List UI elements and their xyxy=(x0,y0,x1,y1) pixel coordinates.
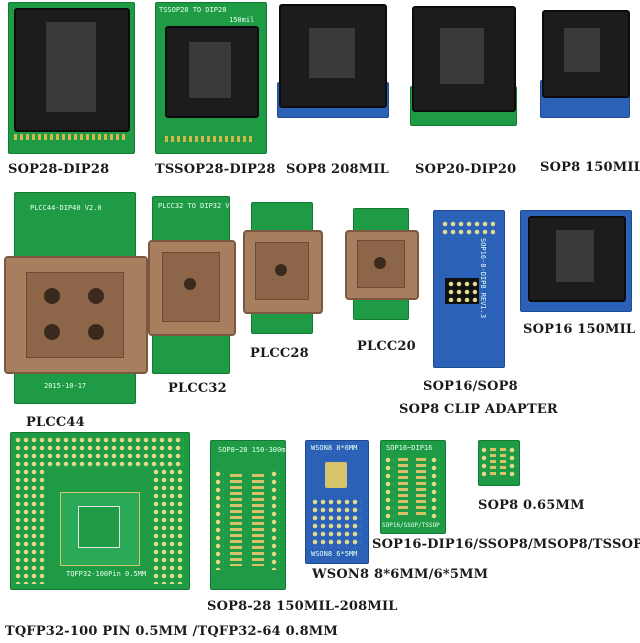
edge-holes-left xyxy=(14,468,46,584)
sop8-28-adapter: SOP8~28 150-300mil xyxy=(210,440,294,590)
label-plcc32: PLCC32 xyxy=(168,381,227,396)
label-tssop28-dip28: TSSOP28-DIP28 xyxy=(155,162,276,177)
sop20-dip20-adapter xyxy=(410,6,517,126)
label-sop20-dip20: SOP20-DIP20 xyxy=(415,162,517,177)
dip-holes xyxy=(480,446,488,478)
silkscreen-text: SOP16-8-DIP8 REV1.3 xyxy=(479,238,487,319)
plcc-cavity xyxy=(162,252,220,322)
smd-pads-right xyxy=(252,474,264,566)
label-plcc44: PLCC44 xyxy=(26,415,85,430)
dip-holes xyxy=(508,446,516,478)
pin-row xyxy=(165,136,255,142)
tqfp-adapter: TQFP32-100Pin 0.5MM xyxy=(10,432,190,590)
socket-slot xyxy=(564,28,600,72)
plcc20-adapter xyxy=(345,208,419,320)
sop16-sop8-clip-adapter: SOP16-8-DIP8 REV1.3 xyxy=(433,210,505,368)
silkscreen-text: PLCC44-DIP40 V2.0 xyxy=(30,204,102,212)
silkscreen-text-bottom: SOP16/SSOP/TSSOP xyxy=(382,522,440,529)
smd-pads-left xyxy=(490,448,496,476)
dip-holes-left xyxy=(214,470,224,570)
dip-holes-right xyxy=(430,456,440,522)
header-pins xyxy=(447,280,477,302)
socket-slot xyxy=(46,22,96,112)
wson8-adapter: WSON8 8*6MM WSON8 6*5MM xyxy=(305,440,369,564)
label-wson8: WSON8 8*6MM/6*5MM xyxy=(312,567,489,582)
wson-pad xyxy=(325,462,347,488)
dip-holes-left xyxy=(384,456,394,522)
label-sop8-065mm: SOP8 0.65MM xyxy=(478,498,585,513)
silkscreen-text: SOP16~DIP16 xyxy=(386,444,433,452)
smd-pads-right xyxy=(416,458,426,518)
socket-hole xyxy=(88,324,104,340)
silkscreen-mil: 150mil xyxy=(229,16,255,24)
label-sop8-208mil: SOP8 208MIL xyxy=(286,162,390,177)
edge-holes-top xyxy=(14,436,184,468)
silkscreen-text-bottom: WSON8 6*5MM xyxy=(311,550,358,558)
socket-slot xyxy=(309,28,355,78)
zif-socket xyxy=(412,6,516,112)
smd-pads-right xyxy=(500,448,506,476)
plcc-cavity xyxy=(26,272,124,358)
silkscreen-text: SOP8~28 150-300mil xyxy=(218,446,294,454)
pin-holes xyxy=(311,498,361,548)
socket-hole xyxy=(88,288,104,304)
label-sop8-150mil: SOP8 150MIL xyxy=(540,160,640,175)
sop16-dip16-adapter: SOP16~DIP16 SOP16/SSOP/TSSOP xyxy=(380,440,446,534)
socket-slot xyxy=(189,42,231,98)
pin-row xyxy=(14,134,126,140)
label-sop8-clip-adapter: SOP8 CLIP ADAPTER xyxy=(399,402,558,417)
edge-holes-right xyxy=(152,468,184,584)
smd-pads-left xyxy=(398,458,408,518)
plcc32-adapter: PLCC32 TO DIP32 V1.0 xyxy=(148,196,242,374)
dip-holes-right xyxy=(270,470,280,570)
silkscreen-text: TSSOP28 TO DIP28 xyxy=(159,6,227,14)
smd-pads-left xyxy=(230,474,242,566)
socket-slot xyxy=(556,230,594,282)
qfp-center xyxy=(78,506,120,548)
label-plcc28: PLCC28 xyxy=(250,346,309,361)
label-sop16-150mil: SOP16 150MIL xyxy=(523,322,636,337)
pin-holes xyxy=(441,220,495,236)
label-sop16-sop8: SOP16/SOP8 xyxy=(423,379,518,394)
plcc44-adapter: PLCC44-DIP40 V2.0 2015-10-17 xyxy=(4,192,148,404)
socket-hole xyxy=(44,324,60,340)
sop8-150mil-adapter xyxy=(540,10,630,118)
socket-hole xyxy=(184,278,196,290)
socket-slot xyxy=(440,28,484,84)
label-sop16-dip16: SOP16-DIP16/SSOP8/MSOP8/TSSOP8 xyxy=(372,537,640,552)
tssop28-dip28-adapter: TSSOP28 TO DIP28 150mil xyxy=(155,2,267,154)
socket-hole xyxy=(374,257,386,269)
silkscreen-text: TQFP32-100Pin 0.5MM xyxy=(66,570,147,578)
label-sop28-dip28: SOP28-DIP28 xyxy=(8,162,110,177)
label-tqfp: TQFP32-100 PIN 0.5MM /TQFP32-64 0.8MM xyxy=(5,624,338,639)
socket-hole xyxy=(44,288,60,304)
label-sop8-28: SOP8-28 150MIL-208MIL xyxy=(207,599,398,614)
plcc28-adapter xyxy=(243,202,323,334)
sop8-208mil-adapter xyxy=(277,4,389,118)
socket-hole xyxy=(275,264,287,276)
label-plcc20: PLCC20 xyxy=(357,339,416,354)
silkscreen-text: PLCC32 TO DIP32 V1.0 xyxy=(158,202,243,210)
sop8-065mm-adapter xyxy=(478,440,520,486)
sop16-150mil-adapter xyxy=(520,210,632,312)
silkscreen-date: 2015-10-17 xyxy=(44,382,87,390)
silkscreen-text: WSON8 8*6MM xyxy=(311,444,358,452)
sop28-dip28-adapter xyxy=(8,2,135,154)
